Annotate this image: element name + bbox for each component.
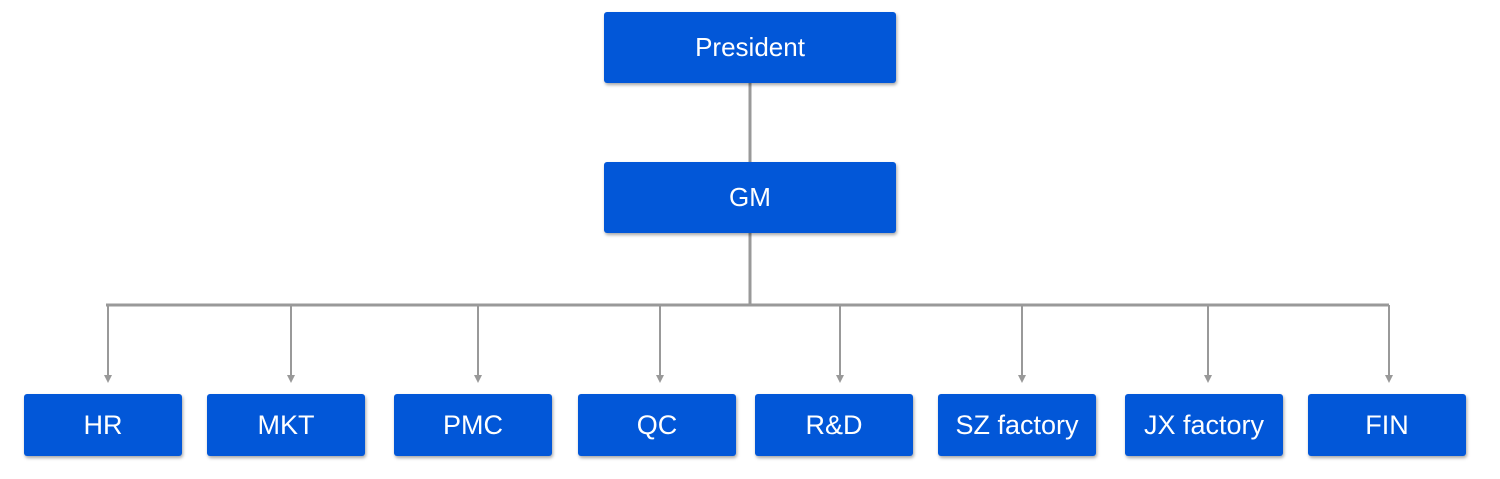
dept-label-mkt: MKT: [257, 409, 315, 440]
dept-label-hr: HR: [83, 409, 123, 440]
dept-box-hr: HR: [24, 394, 182, 456]
gm-box: GM: [604, 162, 896, 233]
dept-label-fin: FIN: [1365, 409, 1409, 440]
dept-box-mkt: MKT: [207, 394, 365, 456]
dept-box-jx-factory: JX factory: [1125, 394, 1283, 456]
dept-box-fin: FIN: [1308, 394, 1466, 456]
dept-label-qc: QC: [636, 409, 678, 440]
dept-box-rd: R&D: [755, 394, 913, 456]
gm-label: GM: [729, 182, 771, 212]
dept-label-sz-factory: SZ factory: [955, 409, 1079, 440]
dept-box-sz-factory: SZ factory: [938, 394, 1096, 456]
dept-label-jx-factory: JX factory: [1143, 409, 1265, 440]
dept-label-rd: R&D: [805, 409, 863, 440]
dept-box-qc: QC: [578, 394, 736, 456]
president-box: President: [604, 12, 896, 83]
dept-box-pmc: PMC: [394, 394, 552, 456]
dept-label-pmc: PMC: [443, 409, 503, 440]
president-label: President: [695, 32, 805, 62]
